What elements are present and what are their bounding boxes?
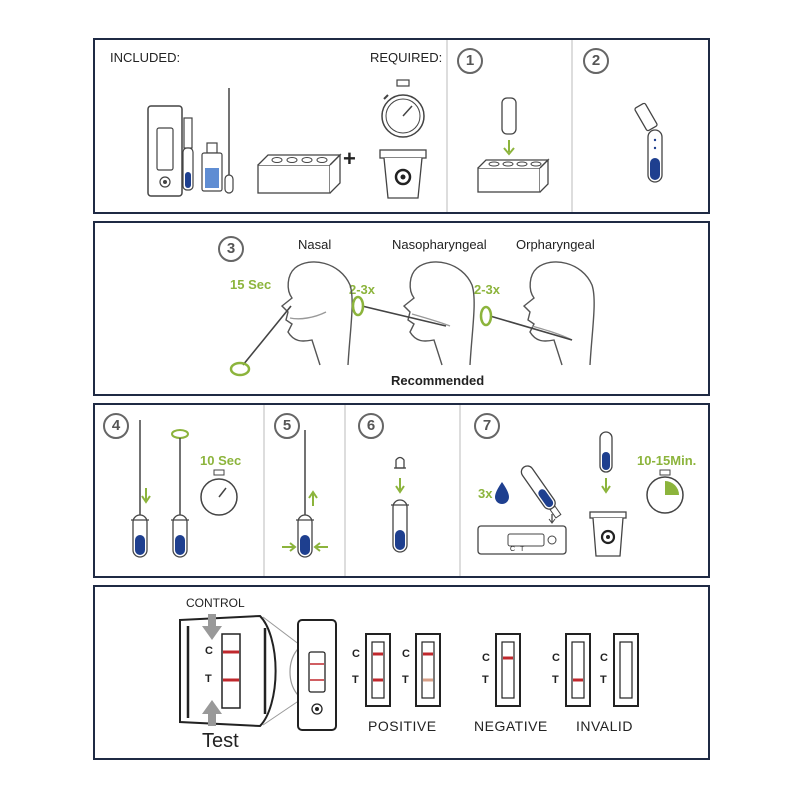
invalid-2-t-label: T: [600, 674, 607, 686]
stopwatch-10sec-icon: [200, 469, 238, 516]
magnified-strip-icon: [179, 614, 277, 728]
step-1-badge: 1: [457, 48, 483, 74]
plus-sign: +: [343, 146, 356, 171]
test-arrow-icon: [202, 700, 222, 726]
extraction-tube-icon: [182, 117, 194, 191]
swab-icon: [224, 88, 234, 194]
recommended-label: Recommended: [391, 373, 485, 388]
test-device-horizontal-icon: [477, 514, 567, 555]
step-4-swab-insert-icon: [131, 420, 151, 558]
step-4-badge: 4: [103, 413, 129, 439]
panel-swab-collection: [93, 221, 710, 396]
positive-2-c-label: C: [402, 648, 410, 660]
negative-strip-icon: [495, 633, 521, 707]
positive-1-t-label: T: [352, 674, 359, 686]
positive-2-t-label: T: [402, 674, 409, 686]
step-5-number: 5: [282, 417, 292, 434]
drop-icon: [495, 482, 509, 504]
positive-strip-1-icon: [365, 633, 391, 707]
head-profile-nasopharyngeal-icon: [402, 261, 475, 366]
invalid-label: INVALID: [576, 718, 633, 734]
dropper-tube-icon: [520, 465, 562, 519]
control-label: CONTROL: [186, 596, 245, 610]
test-cassette-icon: [147, 105, 183, 197]
step-2-number: 2: [591, 52, 601, 69]
nasopharyngeal-label: Nasopharyngeal: [392, 237, 487, 252]
negative-label: NEGATIVE: [474, 718, 548, 734]
step-3-number: 3: [226, 240, 236, 257]
control-arrow-icon: [202, 614, 222, 640]
mix-time-label: 10 Sec: [200, 453, 242, 468]
step-4-number: 4: [111, 417, 121, 434]
step-7-number: 7: [482, 417, 492, 434]
nasopharyngeal-swab-icon: [351, 295, 447, 327]
oropharyngeal-rotation-label: 2-3x: [474, 282, 501, 297]
magnified-c-label: C: [205, 645, 213, 657]
invalid-1-t-label: T: [552, 674, 559, 686]
used-tube-icon: [599, 431, 613, 494]
tube-rack-icon: [257, 153, 342, 194]
buffer-vial-icon: [201, 142, 223, 192]
positive-1-c-label: C: [352, 648, 360, 660]
step-6-badge: 6: [358, 413, 384, 439]
device-t-label: T: [520, 546, 525, 553]
negative-t-label: T: [482, 674, 489, 686]
invalid-2-c-label: C: [600, 652, 608, 664]
required-label: REQUIRED:: [370, 50, 443, 65]
waste-bin-icon: [589, 511, 627, 557]
invalid-strip-2-icon: [613, 633, 639, 707]
nasal-label: Nasal: [298, 237, 332, 252]
nasal-swab-icon: [229, 305, 292, 377]
step-6-cap-tube-icon: [391, 456, 409, 553]
test-label: Test: [202, 730, 239, 752]
biohazard-bin-icon: [379, 149, 427, 199]
device-c-label: C: [510, 546, 516, 553]
stopwatch-icon: [381, 79, 425, 138]
step-7-badge: 7: [474, 413, 500, 439]
head-profile-nasal-icon: [280, 261, 353, 366]
drops-label: 3x: [478, 486, 493, 501]
oropharyngeal-swab-icon: [479, 305, 573, 341]
step-5-squeeze-icon: [282, 430, 328, 558]
positive-label: POSITIVE: [368, 718, 437, 734]
step-2-badge: 2: [583, 48, 609, 74]
result-cassette-icon: [297, 619, 337, 731]
step-6-number: 6: [366, 417, 376, 434]
included-label: INCLUDED:: [110, 50, 181, 65]
timer-10-15-min-icon: [646, 469, 684, 514]
magnified-t-label: T: [205, 673, 212, 685]
negative-c-label: C: [482, 652, 490, 664]
invalid-strip-1-icon: [565, 633, 591, 707]
wait-time-label: 10-15Min.: [637, 453, 697, 468]
oropharyngeal-label: Orpharyngeal: [516, 237, 595, 252]
positive-strip-2-icon: [415, 633, 441, 707]
invalid-1-c-label: C: [552, 652, 560, 664]
step-1-rack-icon: [477, 97, 550, 193]
nasopharyngeal-rotation-label: 2-3x: [349, 282, 376, 297]
step-1-number: 1: [465, 52, 475, 69]
step-4-swab-rotate-icon: [171, 429, 189, 558]
nasal-time-label: 15 Sec: [230, 277, 272, 292]
step-3-badge: 3: [218, 236, 244, 262]
step-2-pour-icon: [634, 102, 663, 183]
step-5-badge: 5: [274, 413, 300, 439]
